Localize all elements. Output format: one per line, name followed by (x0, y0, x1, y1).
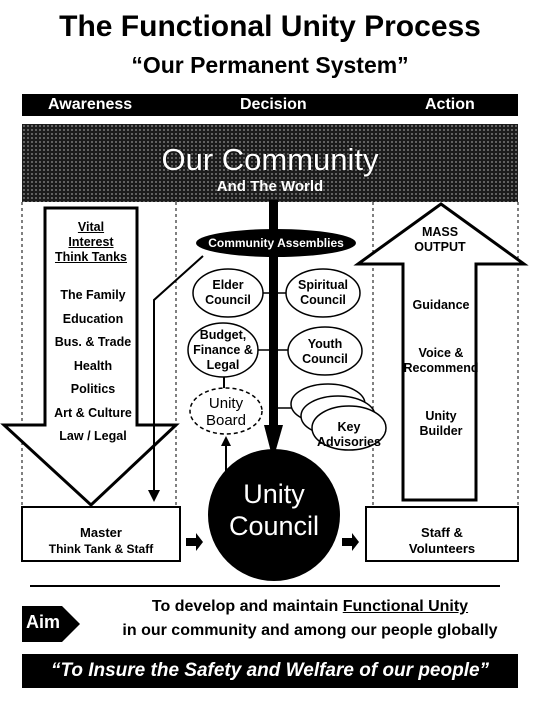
think-tanks-heading-line1: Vital (77, 220, 105, 234)
elder-council-line1: Elder (212, 278, 244, 292)
think-tank-item: The Family (60, 288, 126, 302)
key-advisories-line2: Advisories (317, 435, 381, 449)
budget-line2: Finance & (193, 343, 253, 357)
community-banner: Our Community And The World (22, 124, 518, 202)
action-item-voice: Voice & Recommend (398, 346, 484, 376)
staff-box (365, 506, 519, 562)
assemblies-ellipse (196, 229, 356, 257)
master-box-label: Master Think Tank & Staff (22, 525, 180, 557)
key-advisories-label: Key Advisories (312, 420, 386, 450)
unity-council-circle (208, 449, 340, 581)
staff-line2: Volunteers (408, 541, 476, 556)
think-tanks-heading-line3: Think Tanks (54, 250, 127, 264)
spiritual-council-label: Spiritual Council (286, 278, 360, 308)
action-up-arrow (353, 202, 529, 502)
voice-line2: Recommend (403, 361, 479, 375)
unity-council-label: Unity Council (208, 478, 340, 542)
unity-builder-line2: Builder (419, 424, 463, 438)
banner-sub-text: And The World (216, 178, 324, 195)
think-tank-item: Law / Legal (59, 429, 127, 443)
mass-output-line1: MASS (421, 225, 459, 239)
budget-finance-label: Budget, Finance & Legal (186, 328, 260, 373)
guidance-line1: Guidance (412, 298, 470, 312)
aim-arrow-shape (22, 606, 80, 642)
unity-council-line2: Council (228, 511, 320, 541)
aim-label: Aim (26, 612, 61, 632)
spiritual-council-line2: Council (300, 293, 346, 307)
spiritual-council-line1: Spiritual (297, 278, 348, 292)
budget-line3: Legal (206, 358, 240, 372)
diagram-title: The Functional Unity Process (59, 10, 481, 43)
assemblies-to-master-line (153, 255, 204, 492)
master-to-council-arrow (186, 533, 203, 551)
phase-awareness: Awareness (48, 96, 133, 113)
budget-line1: Budget, (199, 328, 247, 342)
staff-line1: Staff & (421, 525, 463, 540)
phase-bar: Awareness Decision Action (22, 94, 518, 116)
think-tank-item: Education (62, 312, 124, 326)
think-tanks-heading-line2: Interest (68, 235, 114, 249)
elder-council-label: Elder Council (193, 278, 263, 308)
council-to-staff-arrow (342, 533, 359, 551)
master-arrowhead (148, 490, 160, 502)
unity-board-line2: Board (205, 412, 247, 429)
diagram-subtitle: “Our Permanent System” (131, 52, 409, 78)
think-tank-item: Politics (70, 382, 116, 396)
youth-council-line2: Council (302, 352, 348, 366)
youth-council-label: Youth Council (288, 337, 362, 367)
mass-output-label: MASS OUTPUT (404, 225, 476, 255)
advisory-ellipse-front (311, 405, 387, 451)
unity-board-label: Unity Board (190, 395, 262, 429)
community-assemblies-label: Community Assemblies (208, 236, 344, 250)
unity-builder-line1: Unity (425, 409, 457, 423)
aim-line1-emphasis: Functional Unity (342, 598, 469, 615)
central-arrowhead (264, 425, 283, 460)
master-line1: Master (80, 525, 122, 540)
council-to-board-arrowhead (221, 436, 231, 446)
aim-statement-line1: To develop and maintain Functional Unity (100, 598, 520, 616)
master-box (21, 506, 181, 562)
unity-council-line1: Unity (243, 479, 305, 509)
think-tank-item: Art & Culture (54, 406, 132, 420)
youth-council-line1: Youth (307, 337, 343, 351)
unity-board-line1: Unity (208, 395, 244, 412)
think-tank-item: Bus. & Trade (54, 335, 132, 349)
motto-bar: “To Insure the Safety and Welfare of our… (22, 654, 518, 688)
youth-ellipse (287, 326, 363, 376)
central-shaft (269, 200, 278, 430)
awareness-down-arrow (0, 206, 180, 508)
voice-line1: Voice & (418, 346, 464, 360)
key-advisories-line1: Key (337, 420, 361, 434)
master-line2: Think Tank & Staff (48, 542, 154, 556)
action-item-unity-builder: Unity Builder (398, 409, 484, 439)
staff-box-label: Staff & Volunteers (366, 525, 518, 557)
phase-decision: Decision (240, 96, 307, 113)
think-tank-item: Health (73, 359, 113, 373)
unity-board-ellipse (189, 387, 263, 435)
think-tanks-heading: Vital Interest Think Tanks (45, 220, 137, 265)
mass-output-line2: OUTPUT (414, 240, 466, 254)
elder-council-line2: Council (205, 293, 251, 307)
phase-action: Action (425, 96, 475, 113)
aim-statement-line2: in our community and among our people gl… (122, 622, 498, 639)
banner-main-text: Our Community (161, 142, 379, 177)
action-item-guidance: Guidance (398, 298, 484, 313)
aim-line1-prefix: To develop and maintain (151, 598, 343, 615)
